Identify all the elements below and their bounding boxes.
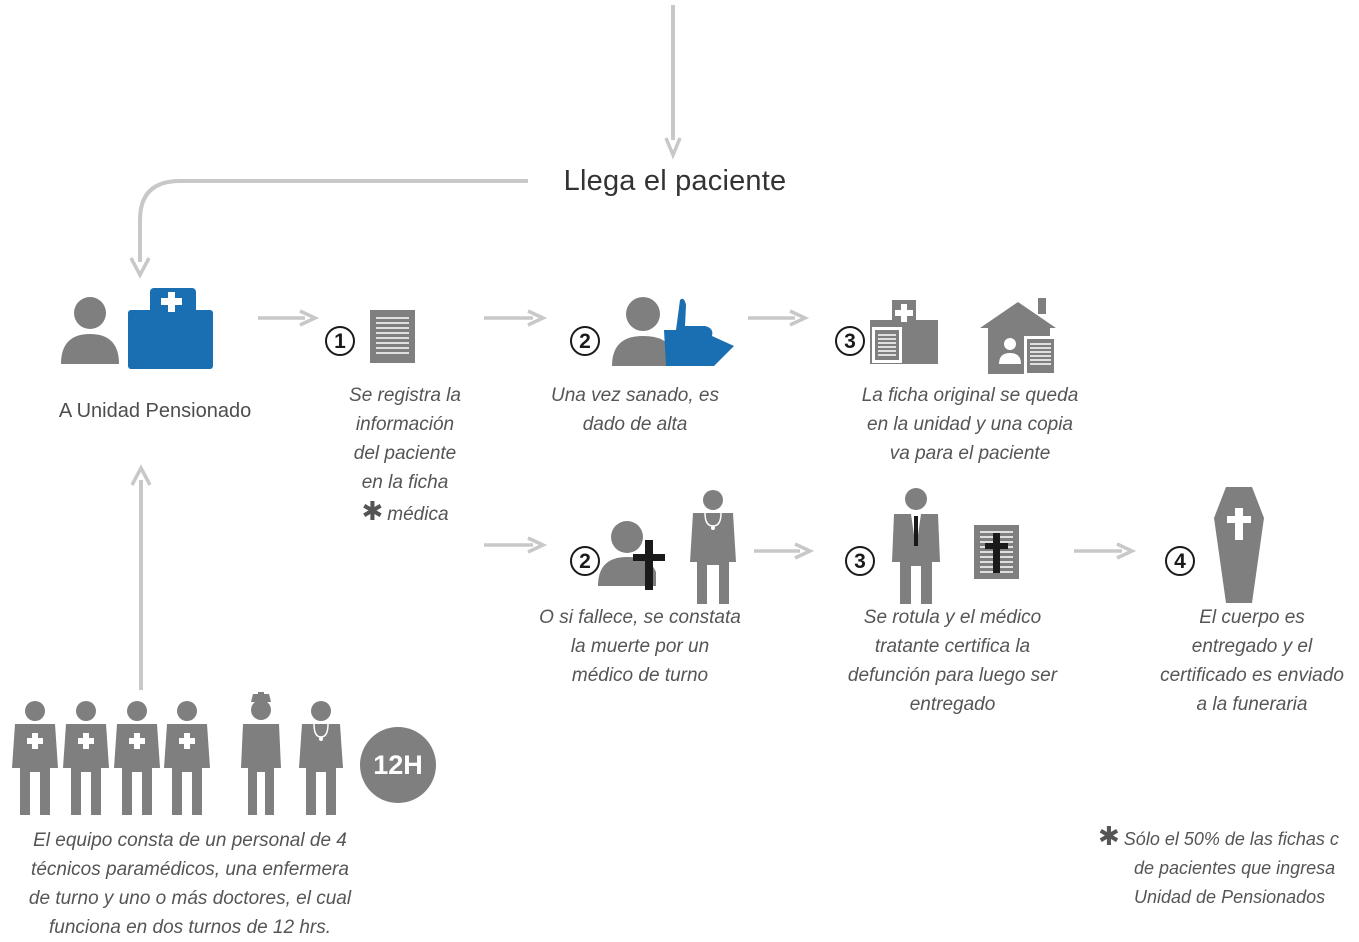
team-description: El equipo consta de un personal de 4 téc… (28, 830, 352, 938)
nurse-icon (241, 692, 281, 815)
hospital-building-icon (870, 300, 938, 364)
shift-badge: 12H (360, 727, 436, 803)
footnote: ✱Sólo el 50% de las fichas c de paciente… (1098, 822, 1359, 912)
home-icon (980, 298, 1056, 376)
page-title: Llega el paciente (563, 165, 787, 197)
thumbs-up-icon (612, 297, 734, 366)
paramedic-icon (12, 701, 210, 815)
death-certificate-icon (974, 525, 1019, 579)
coffin-icon (1214, 487, 1264, 603)
step1-last-word: médica (387, 504, 449, 525)
step-number: 3 (835, 326, 865, 356)
arrow-to-unit (138, 179, 528, 262)
asterisk-icon: ✱ (1098, 822, 1120, 851)
patient-icon (61, 297, 119, 364)
medical-record-icon (370, 310, 415, 363)
step-number: 2 (570, 546, 600, 576)
doctor-icon (690, 490, 736, 604)
hospital-case-icon (128, 288, 213, 369)
step1-description-last: ✱médica (330, 497, 480, 529)
unit-label: A Unidad Pensionado (58, 400, 252, 422)
footnote-line1: Sólo el 50% de las fichas c (1123, 829, 1339, 849)
step2b-description: O si fallece, se constata la muerte por … (539, 607, 741, 686)
doctor-icon (299, 701, 343, 815)
step4-description: El cuerpo es entregado y el certificado … (1160, 607, 1344, 715)
asterisk-icon: ✱ (361, 496, 384, 526)
step-number: 4 (1165, 546, 1195, 576)
step3a-description: La ficha original se queda en la unidad … (861, 385, 1079, 464)
deceased-cross-icon (598, 521, 665, 590)
footnote-line3: Unidad de Pensionados (1134, 887, 1326, 907)
footnote-line2: de pacientes que ingresa (1134, 858, 1336, 878)
step3b-description: Se rotula y el médico tratante certifica… (847, 607, 1058, 715)
step1-description: Se registra la información del paciente … (349, 385, 461, 493)
step2a-description: Una vez sanado, es dado de alta (551, 385, 719, 435)
step-number: 2 (570, 326, 600, 356)
step-number: 1 (325, 326, 355, 356)
step-number: 3 (845, 546, 875, 576)
doctor-icon (892, 488, 940, 604)
